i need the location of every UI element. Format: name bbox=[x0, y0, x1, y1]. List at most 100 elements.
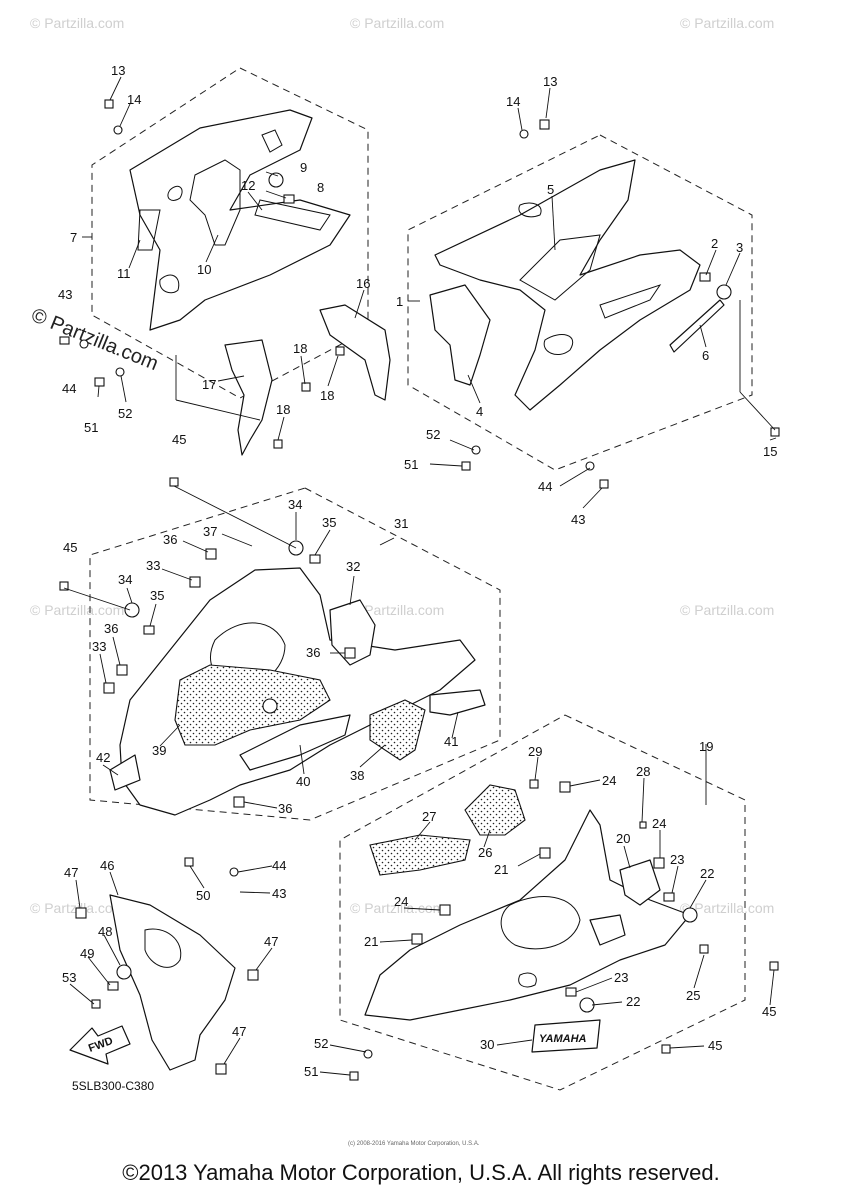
callout-21: 21 bbox=[494, 862, 508, 877]
clip-icon bbox=[639, 821, 647, 829]
callout-41: 41 bbox=[444, 734, 458, 749]
callout-28: 28 bbox=[636, 764, 650, 779]
callout-23: 23 bbox=[670, 852, 684, 867]
callout-24: 24 bbox=[394, 894, 408, 909]
clip-icon bbox=[411, 933, 423, 945]
callout-40: 40 bbox=[296, 774, 310, 789]
callout-52: 52 bbox=[118, 406, 132, 421]
washer-icon bbox=[471, 445, 481, 455]
fwd-arrow-icon: FWD bbox=[69, 1025, 131, 1065]
clip-icon bbox=[539, 847, 551, 859]
bracket-25 bbox=[589, 914, 626, 946]
callout-4: 4 bbox=[476, 404, 483, 419]
screw-icon bbox=[59, 581, 69, 591]
callout-18: 18 bbox=[320, 388, 334, 403]
watermark: © Partzilla.com bbox=[680, 900, 774, 916]
clip-icon bbox=[529, 779, 539, 789]
hardware bbox=[59, 99, 780, 1081]
callout-34: 34 bbox=[118, 572, 132, 587]
callout-51: 51 bbox=[304, 1064, 318, 1079]
clip-icon bbox=[215, 1063, 227, 1075]
screw-icon bbox=[349, 1071, 359, 1081]
callout-14: 14 bbox=[506, 94, 520, 109]
heat-shield-26 bbox=[464, 784, 526, 836]
grommet-icon bbox=[116, 964, 132, 980]
right-side-cowling-group bbox=[407, 134, 753, 471]
watermark: © Partzilla.com bbox=[350, 602, 444, 618]
insulator-42 bbox=[109, 754, 141, 791]
callout-42: 42 bbox=[96, 750, 110, 765]
callout-15: 15 bbox=[763, 444, 777, 459]
collar-icon bbox=[309, 554, 321, 564]
callout-37: 37 bbox=[203, 524, 217, 539]
watermark: © Partzilla.com bbox=[680, 602, 774, 618]
callout-52: 52 bbox=[426, 427, 440, 442]
callout-18: 18 bbox=[276, 402, 290, 417]
clip-icon bbox=[116, 664, 128, 676]
callout-20: 20 bbox=[616, 831, 630, 846]
screw-icon bbox=[770, 427, 780, 437]
clip-icon bbox=[103, 682, 115, 694]
callout-35: 35 bbox=[150, 588, 164, 603]
callout-35: 35 bbox=[322, 515, 336, 530]
clip-icon bbox=[205, 548, 217, 560]
collar-icon bbox=[143, 625, 155, 635]
callout-7: 7 bbox=[70, 230, 77, 245]
callout-44: 44 bbox=[538, 479, 552, 494]
right-side-cowling bbox=[434, 159, 701, 411]
bracket-20 bbox=[619, 859, 661, 906]
callout-3: 3 bbox=[736, 240, 743, 255]
watermark: © Partzilla.com bbox=[350, 15, 444, 31]
group-outline bbox=[407, 134, 753, 471]
heat-shield-39 bbox=[174, 664, 331, 746]
callout-12: 12 bbox=[241, 178, 255, 193]
screw-icon bbox=[661, 1044, 671, 1054]
callout-53: 53 bbox=[62, 970, 76, 985]
callout-33: 33 bbox=[146, 558, 160, 573]
callout-23: 23 bbox=[614, 970, 628, 985]
copyright-notice: ©2013 Yamaha Motor Corporation, U.S.A. A… bbox=[122, 1160, 720, 1185]
screw-icon bbox=[91, 999, 101, 1009]
callout-19: 19 bbox=[699, 739, 713, 754]
callout-10: 10 bbox=[197, 262, 211, 277]
callout-32: 32 bbox=[346, 559, 360, 574]
callout-8: 8 bbox=[317, 180, 324, 195]
washer-icon bbox=[229, 867, 239, 877]
callout-11: 11 bbox=[117, 266, 131, 281]
inner-panel-17 bbox=[224, 339, 273, 456]
inner-panel-16 bbox=[319, 304, 391, 401]
callout-9: 9 bbox=[300, 160, 307, 175]
washer-icon bbox=[585, 461, 595, 471]
grommet-icon bbox=[579, 997, 595, 1013]
callout-47: 47 bbox=[232, 1024, 246, 1039]
callout-17: 17 bbox=[202, 377, 216, 392]
callout-46: 46 bbox=[100, 858, 114, 873]
washer-icon bbox=[113, 125, 123, 135]
callout-25: 25 bbox=[686, 988, 700, 1003]
callout-2: 2 bbox=[711, 236, 718, 251]
callout-45: 45 bbox=[63, 540, 77, 555]
watermark: © Partzilla.com bbox=[30, 15, 124, 31]
callout-27: 27 bbox=[422, 809, 436, 824]
screw-icon bbox=[184, 857, 194, 867]
callout-14: 14 bbox=[127, 92, 141, 107]
insulator-41 bbox=[429, 689, 486, 716]
grommet-icon bbox=[124, 602, 140, 618]
clip-icon bbox=[559, 781, 571, 793]
grommet-icon bbox=[682, 907, 698, 923]
collar-icon bbox=[283, 194, 295, 204]
group-outline bbox=[91, 67, 369, 399]
callout-1: 1 bbox=[396, 294, 403, 309]
callout-29: 29 bbox=[528, 744, 542, 759]
callout-21: 21 bbox=[364, 934, 378, 949]
emblem-6 bbox=[669, 299, 725, 353]
callout-51: 51 bbox=[84, 420, 98, 435]
left-side-cowling-group bbox=[91, 67, 369, 399]
yamaha-emblem-text: YAMAHA bbox=[539, 1033, 587, 1045]
yamaha-emblem-30: YAMAHA bbox=[531, 1019, 601, 1053]
washer-icon bbox=[79, 339, 89, 349]
callout-49: 49 bbox=[80, 946, 94, 961]
callout-51: 51 bbox=[404, 457, 418, 472]
callout-45: 45 bbox=[708, 1038, 722, 1053]
